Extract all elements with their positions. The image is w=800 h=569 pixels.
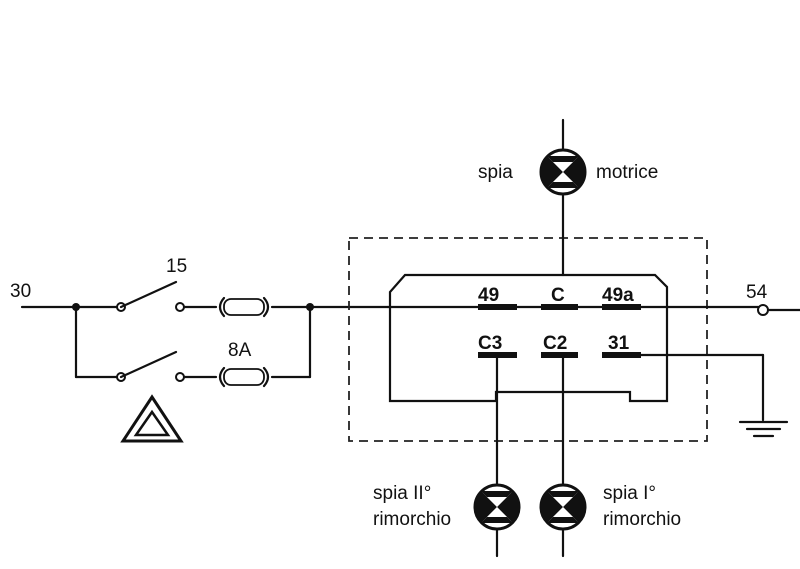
ground-icon bbox=[738, 420, 789, 438]
tractor-lamp-label-right: motrice bbox=[596, 162, 658, 183]
hazard-triangle-icon bbox=[120, 394, 184, 443]
tractor-lamp-label-left: spia bbox=[478, 162, 513, 183]
terminal-54-label: 54 bbox=[746, 282, 768, 303]
relay-module bbox=[348, 237, 800, 442]
supply-section bbox=[20, 280, 390, 443]
trailer-lamp-2 bbox=[473, 353, 521, 558]
terminal-30-label: 30 bbox=[10, 281, 31, 302]
pin-49a-label: 49a bbox=[602, 285, 634, 306]
trailer2-label-line2: rimorchio bbox=[373, 509, 451, 530]
pin-c2-label: C2 bbox=[543, 333, 567, 354]
fuse-bottom bbox=[218, 366, 270, 388]
tractor-lamp bbox=[539, 118, 587, 277]
fuse-top bbox=[218, 296, 270, 318]
indicator-lamp-icon bbox=[539, 148, 587, 196]
relay-enclosure bbox=[348, 237, 708, 442]
ground-connection bbox=[639, 353, 789, 438]
pin-49-label: 49 bbox=[478, 285, 499, 306]
trailer1-label-line1: spia I° bbox=[603, 483, 656, 504]
hazard-switch bbox=[116, 350, 185, 382]
pin-c-label: C bbox=[551, 285, 565, 306]
indicator-lamp-icon bbox=[539, 483, 587, 531]
trailer2-label-line1: spia II° bbox=[373, 483, 431, 504]
trailer-lamp-1 bbox=[539, 353, 587, 558]
trailer1-label-line2: rimorchio bbox=[603, 509, 681, 530]
pin-31-label: 31 bbox=[608, 333, 630, 354]
terminal-15-label: 15 bbox=[166, 256, 187, 277]
indicator-lamp-icon bbox=[473, 483, 521, 531]
fuse-rating-label: 8A bbox=[228, 340, 252, 361]
relay-body bbox=[388, 273, 669, 403]
pin-c3-label: C3 bbox=[478, 333, 502, 354]
ignition-switch bbox=[116, 280, 185, 312]
